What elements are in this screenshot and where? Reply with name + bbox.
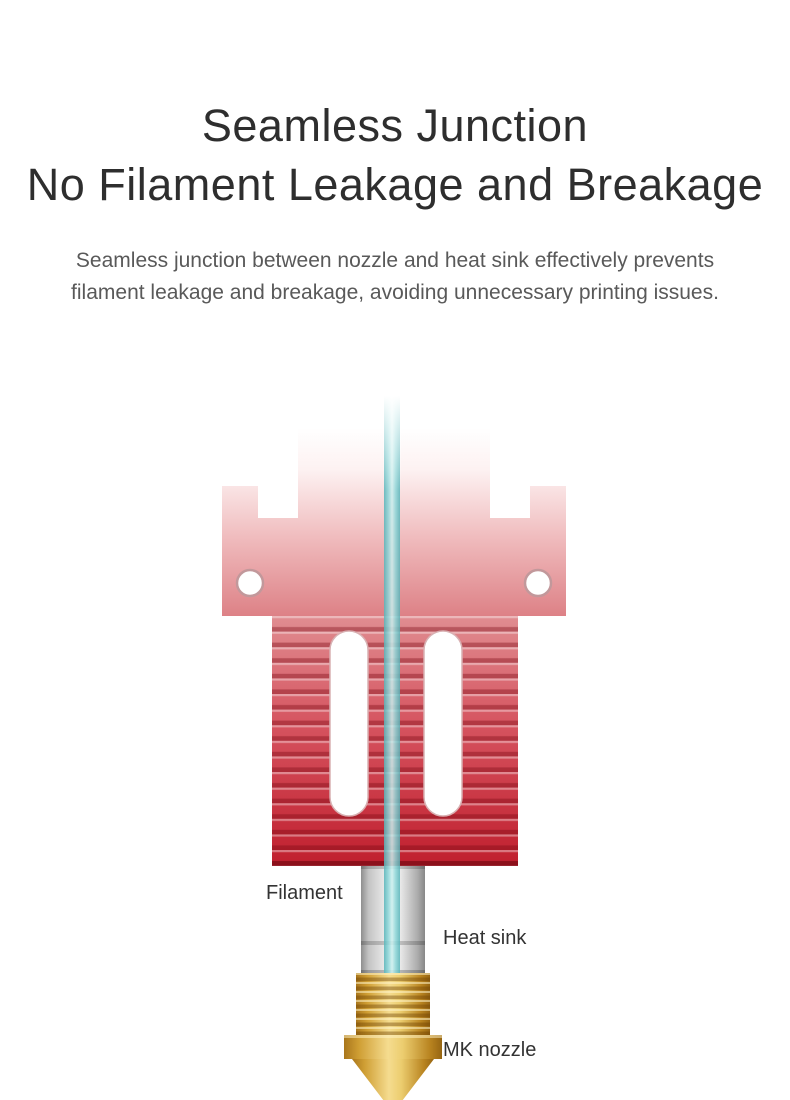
hotend-diagram-svg bbox=[222, 396, 566, 1100]
nozzle-hex-highlight bbox=[344, 1035, 442, 1038]
screw-hole-left bbox=[235, 568, 265, 598]
vent-slot-left bbox=[329, 630, 369, 817]
vent-slot-right bbox=[423, 630, 463, 817]
page-subtitle: Seamless junction between nozzle and hea… bbox=[71, 248, 719, 305]
title-line-2: No Filament Leakage and Breakage bbox=[26, 159, 764, 211]
nozzle-hex-flange bbox=[344, 1035, 442, 1059]
hotend-illustration: Filament Heat sink MK nozzle bbox=[0, 396, 790, 1100]
nozzle-cone bbox=[352, 1059, 434, 1100]
filament-top-fade bbox=[383, 396, 401, 491]
title-line-1: Seamless Junction bbox=[201, 100, 589, 151]
page-title: Seamless Junction No Filament Leakage an… bbox=[0, 96, 790, 215]
filament-label: Filament bbox=[266, 882, 343, 904]
nozzle-thread-ridges bbox=[356, 973, 430, 1035]
filament-stripe bbox=[384, 396, 400, 973]
heat-sink-label: Heat sink bbox=[443, 927, 527, 949]
screw-hole-right bbox=[523, 568, 553, 598]
marketing-page: Seamless Junction No Filament Leakage an… bbox=[0, 96, 790, 1100]
mk-nozzle-label: MK nozzle bbox=[443, 1039, 537, 1061]
